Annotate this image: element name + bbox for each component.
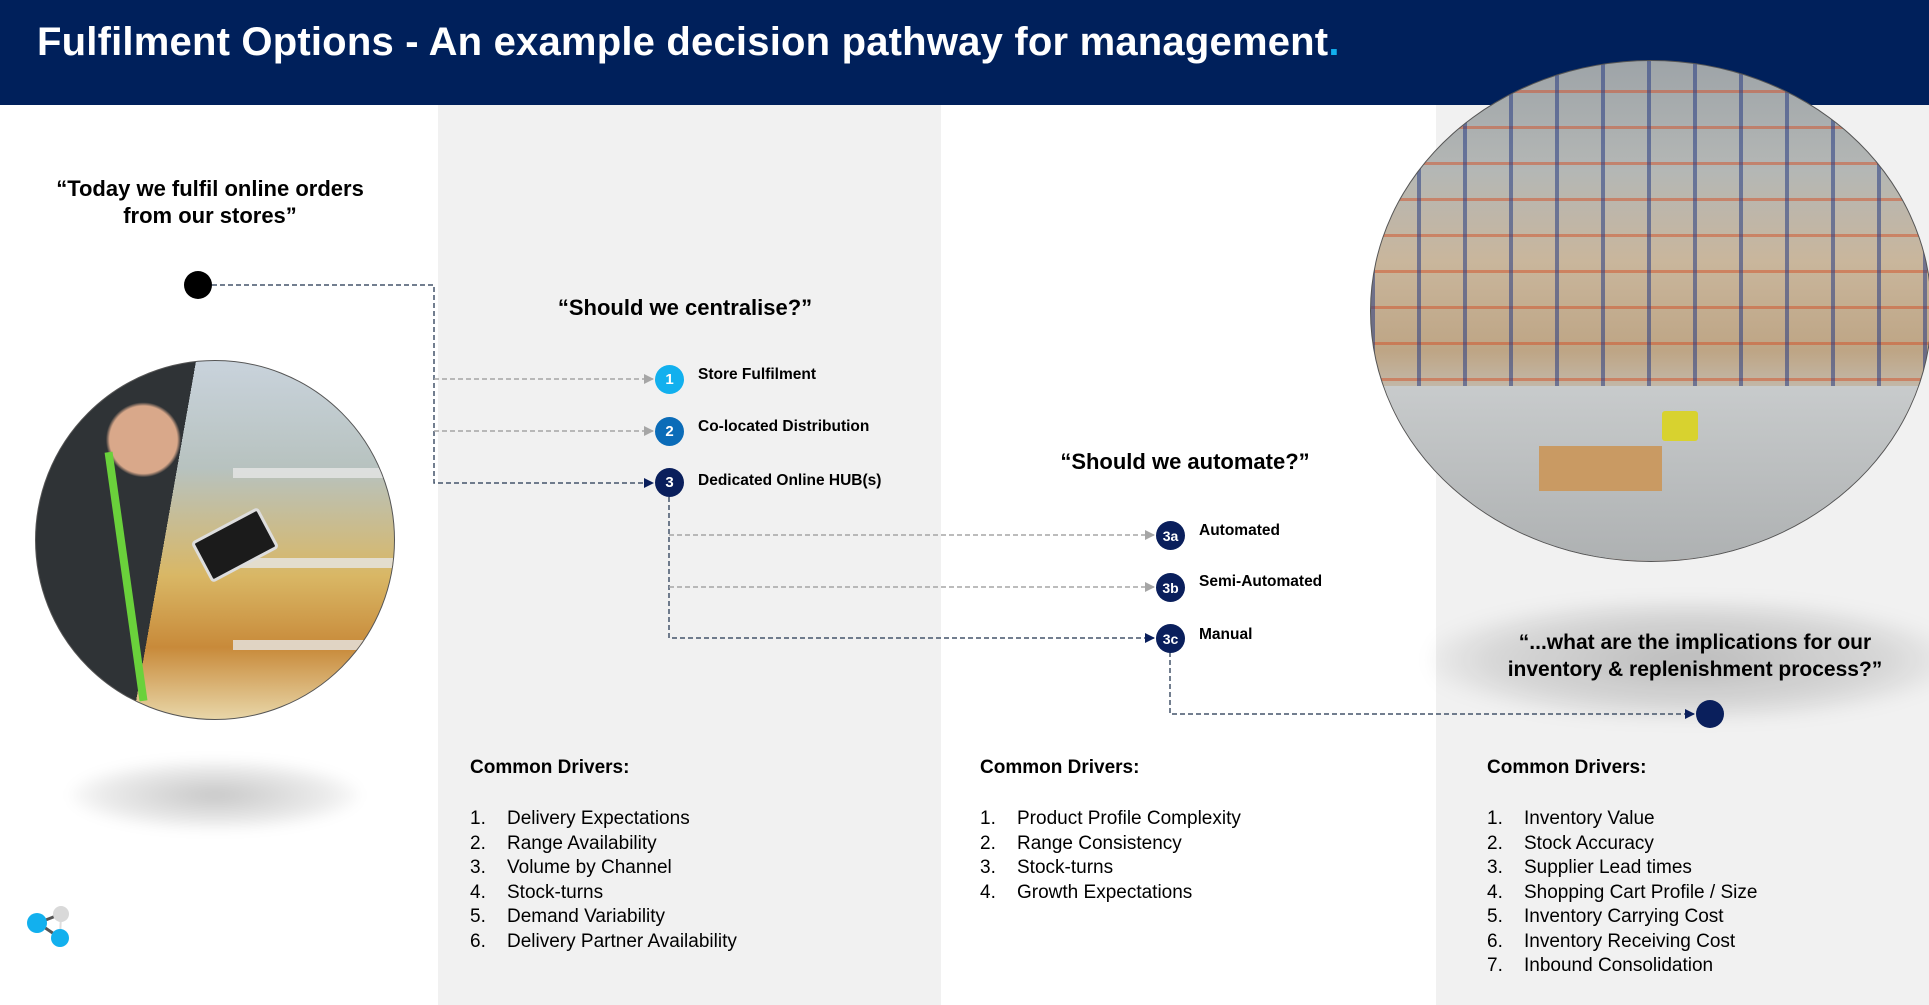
- driver-text: Product Profile Complexity: [1017, 808, 1241, 829]
- option-label-store-fulfilment: Store Fulfilment: [698, 366, 816, 383]
- option-label-co-located-distribution: Co-located Distribution: [698, 418, 870, 435]
- list-item: 3.Volume by Channel: [470, 856, 737, 881]
- driver-text: Volume by Channel: [507, 857, 672, 878]
- driver-text: Supplier Lead times: [1524, 857, 1692, 878]
- connector-start-to-3: [212, 284, 654, 488]
- shelf-decoration: [232, 557, 394, 568]
- list-item: 1.Delivery Expectations: [470, 807, 737, 832]
- driver-text: Delivery Expectations: [507, 808, 690, 829]
- driver-text: Shopping Cart Profile / Size: [1524, 881, 1758, 903]
- centralise-panel: [438, 105, 941, 1005]
- driver-text: Growth Expectations: [1017, 881, 1193, 903]
- share-icon[interactable]: [24, 902, 74, 952]
- option-label-automated: Automated: [1199, 522, 1280, 539]
- automate-question: “Should we automate?”: [1060, 449, 1310, 474]
- option-badge-3a: 3a: [1156, 521, 1185, 550]
- driver-text: Range Consistency: [1017, 832, 1182, 854]
- option-badge-2: 2: [655, 417, 684, 446]
- page-title: Fulfilment Options - An example decision…: [37, 20, 1340, 65]
- driver-text: Inventory Receiving Cost: [1524, 930, 1736, 952]
- list-item: 4.Stock-turns: [470, 881, 737, 906]
- title-accent-dot: .: [1328, 20, 1340, 64]
- connector-3c-to-implications: [1169, 652, 1695, 719]
- list-item: 2.Range Availability: [470, 832, 737, 857]
- list-item: 5.Inventory Carrying Cost: [1487, 905, 1757, 930]
- driver-text: Stock-turns: [507, 881, 604, 903]
- page-title-text: Fulfilment Options - An example decision…: [37, 20, 1329, 64]
- option-label-manual: Manual: [1199, 626, 1253, 643]
- centralise-question: “Should we centralise?”: [557, 295, 813, 320]
- option-badge-3b: 3b: [1156, 573, 1185, 602]
- start-point-dot: [184, 271, 212, 299]
- list-item: 3.Stock-turns: [980, 856, 1241, 881]
- list-item: 2.Range Consistency: [980, 832, 1241, 857]
- list-item: 6.Inventory Receiving Cost: [1487, 930, 1757, 955]
- list-item: 1.Inventory Value: [1487, 807, 1757, 832]
- warehouse-photo: [1370, 60, 1929, 562]
- driver-text: Inbound Consolidation: [1524, 955, 1714, 976]
- driver-text: Demand Variability: [507, 906, 666, 927]
- connector-3-to-3c: [668, 497, 1155, 643]
- implications-question: “...what are the implications for our in…: [1507, 631, 1883, 681]
- driver-text: Stock-turns: [1017, 857, 1114, 878]
- shelf-decoration: [232, 640, 394, 651]
- option-label-semi-automated: Semi-Automated: [1199, 573, 1323, 590]
- implications-quote-shadow: [1430, 600, 1929, 720]
- forklift-decoration: [1662, 411, 1699, 441]
- driver-text: Stock Accuracy: [1524, 832, 1654, 854]
- drivers-list: 1.Product Profile Complexity 2.Range Con…: [980, 807, 1241, 905]
- store-worker-photo: [35, 360, 395, 720]
- driver-text: Inventory Value: [1524, 808, 1655, 829]
- centralise-drivers: Common Drivers: 1.Delivery Expectations …: [470, 757, 737, 954]
- option-badge-1: 1: [655, 365, 684, 394]
- shelf-decoration: [232, 468, 394, 479]
- store-photo-shadow: [70, 760, 360, 830]
- drivers-title: Common Drivers:: [1487, 757, 1647, 778]
- driver-text: Inventory Carrying Cost: [1524, 906, 1724, 927]
- boxes-decoration: [1539, 446, 1663, 491]
- header-bar: Fulfilment Options - An example decision…: [0, 0, 1929, 105]
- driver-text: Delivery Partner Availability: [507, 930, 737, 952]
- drivers-list: 1.Inventory Value 2.Stock Accuracy 3.Sup…: [1487, 807, 1757, 979]
- start-quote: “Today we fulfil online orders from our …: [56, 176, 364, 228]
- implications-drivers: Common Drivers: 1.Inventory Value 2.Stoc…: [1487, 757, 1757, 979]
- list-item: 4.Growth Expectations: [980, 881, 1241, 906]
- list-item: 6.Delivery Partner Availability: [470, 930, 737, 955]
- option-label-dedicated-online-hub: Dedicated Online HUB(s): [698, 472, 882, 489]
- drivers-list: 1.Delivery Expectations 2.Range Availabi…: [470, 807, 737, 954]
- automate-drivers: Common Drivers: 1.Product Profile Comple…: [980, 757, 1241, 905]
- option-badge-3: 3: [655, 468, 684, 497]
- list-item: 7.Inbound Consolidation: [1487, 954, 1757, 979]
- driver-text: Range Availability: [507, 832, 657, 854]
- end-point-dot: [1696, 700, 1724, 728]
- list-item: 3.Supplier Lead times: [1487, 856, 1757, 881]
- list-item: 1.Product Profile Complexity: [980, 807, 1241, 832]
- drivers-title: Common Drivers:: [980, 757, 1140, 778]
- option-badge-3c: 3c: [1156, 624, 1185, 653]
- list-item: 5.Demand Variability: [470, 905, 737, 930]
- drivers-title: Common Drivers:: [470, 757, 630, 778]
- list-item: 4.Shopping Cart Profile / Size: [1487, 881, 1757, 906]
- list-item: 2.Stock Accuracy: [1487, 832, 1757, 857]
